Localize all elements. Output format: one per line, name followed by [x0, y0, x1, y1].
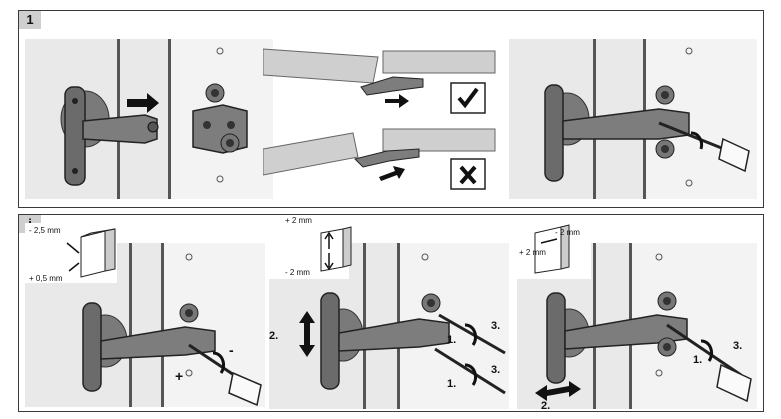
depth-adjust-illustration: - 2,5 mm + 0,5 mm + - [25, 223, 265, 407]
step-1-upper-label: 1. [447, 334, 456, 346]
step-2-side-label: 2. [541, 400, 550, 409]
step-number: 1 [19, 11, 41, 29]
push-arrow [127, 93, 159, 113]
depth-top-label: - 2,5 mm [29, 226, 61, 235]
step-2-label: 2. [269, 330, 278, 342]
step-1-panel: 1 [18, 10, 764, 208]
minus-sign: - [229, 342, 234, 358]
side-right-label: - 2 mm [555, 228, 580, 237]
arrow-good [385, 94, 409, 108]
height-bottom-label: - 2 mm [285, 268, 310, 277]
height-adjust-illustration: + 2 mm - 2 mm 2. 1. 3. 1. 3. [269, 215, 509, 409]
horizontal-double-arrow [535, 381, 581, 401]
checkmark-icon [457, 87, 479, 109]
depth-bottom-label: + 0,5 mm [29, 274, 63, 283]
vertical-double-arrow [299, 311, 315, 357]
screwdriver-fix-illustration [509, 39, 757, 199]
side-left-label: + 2 mm [519, 248, 546, 257]
step-3-upper-label: 3. [491, 320, 500, 332]
step-1-label: 1. [693, 354, 702, 366]
hinge-insert-illustration [25, 39, 273, 199]
side-adjust-illustration: - 2 mm + 2 mm 1. 3. 2. [517, 215, 757, 409]
step-1-lower-label: 1. [447, 378, 456, 390]
step-3-label: 3. [733, 340, 742, 352]
arrow-bad [379, 166, 405, 181]
door-alignment-illustration [263, 48, 496, 190]
step-3-lower-label: 3. [491, 364, 500, 376]
height-top-label: + 2 mm [285, 216, 312, 225]
cross-icon [459, 165, 477, 185]
adjustment-panel: i - 2,5 mm + 0,5 mm + - [18, 214, 764, 412]
plus-sign: + [175, 368, 183, 384]
